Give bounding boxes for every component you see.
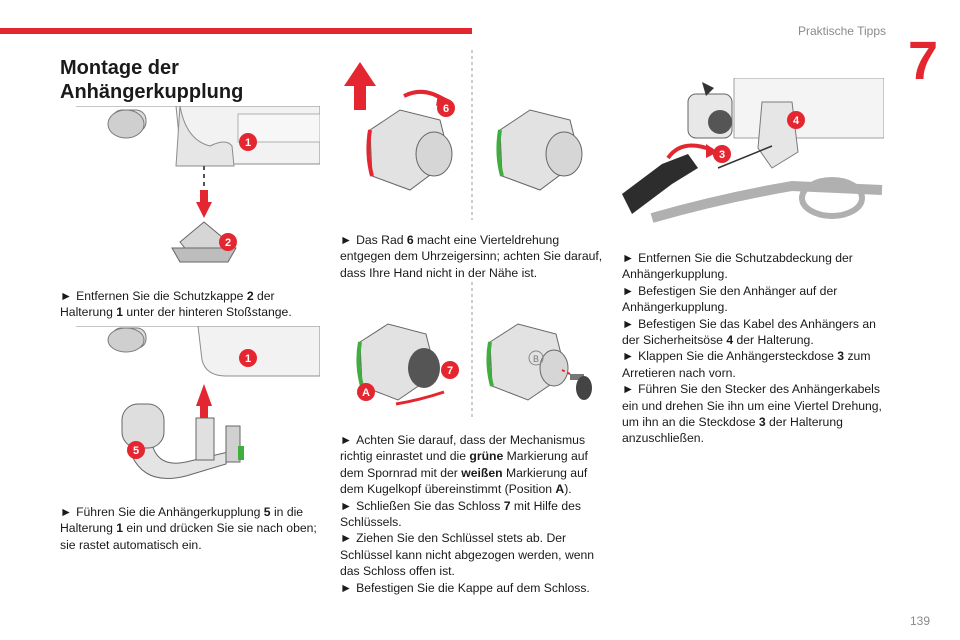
figure-lock-markers: 7 A B [340, 282, 605, 418]
page-title: Montage der Anhängerkupplung [60, 57, 244, 103]
instruction-step: ►Schließen Sie das Schloss 7 mit Hilfe d… [340, 498, 581, 530]
callout-5: 5 [133, 445, 139, 457]
instructions-socket: ►Entfernen Sie die Schutzabdeckung der A… [622, 250, 892, 447]
bullet-arrow: ► [340, 233, 353, 247]
instruction-remove-cap: ►Entfernen Sie die Schutzkappe 2 der Hal… [60, 289, 292, 320]
instruction-step: ►Klappen Sie die Anhängersteckdose 3 zum… [622, 349, 871, 380]
callout-B: B [533, 354, 539, 364]
callout-7: 7 [447, 365, 453, 377]
instruction-step: ►Befestigen Sie das Kabel des Anhängers … [622, 316, 876, 348]
instruction-step: ►Achten Sie darauf, dass der Mechanismus… [340, 433, 588, 497]
instruction-step: ►Befestigen Sie die Kappe auf dem Schlos… [340, 580, 590, 595]
callout-1: 1 [245, 353, 251, 365]
chapter-number: 7 [907, 31, 938, 91]
callout-A: A [362, 387, 370, 399]
figure-insert-towbar: 1 5 [76, 326, 320, 496]
callout-4: 4 [793, 115, 800, 127]
header-accent-bar [0, 28, 472, 34]
section-label: Praktische Tipps [797, 24, 886, 38]
instruction-insert-towbar: ►Führen Sie die Anhängerkupplung 5 in di… [60, 505, 317, 552]
page-number: 139 [909, 614, 930, 628]
figure-remove-cap: 1 2 [76, 106, 320, 276]
callout-1: 1 [245, 137, 251, 149]
callout-3: 3 [719, 149, 725, 161]
instruction-step: ►Entfernen Sie die Schutzabdeckung der A… [622, 251, 853, 282]
callout-6: 6 [443, 103, 449, 115]
instruction-step: ►Ziehen Sie den Schlüssel stets ab. Der … [340, 531, 595, 579]
figure-socket-cable: 4 3 [622, 78, 884, 238]
instruction-step: ►Führen Sie den Stecker des Anhängerkabe… [622, 382, 882, 446]
instructions-lock: ►Achten Sie darauf, dass der Mechanismus… [340, 432, 610, 596]
figure-wheel-turn: 6 [340, 50, 605, 220]
bullet-arrow: ► [60, 505, 73, 519]
instruction-step: ►Befestigen Sie den Anhänger auf der Anh… [622, 283, 838, 315]
callout-2: 2 [225, 237, 231, 249]
bullet-arrow: ► [60, 289, 73, 303]
instruction-wheel-turn: ►Das Rad 6 macht eine Vierteldrehung ent… [340, 233, 603, 280]
